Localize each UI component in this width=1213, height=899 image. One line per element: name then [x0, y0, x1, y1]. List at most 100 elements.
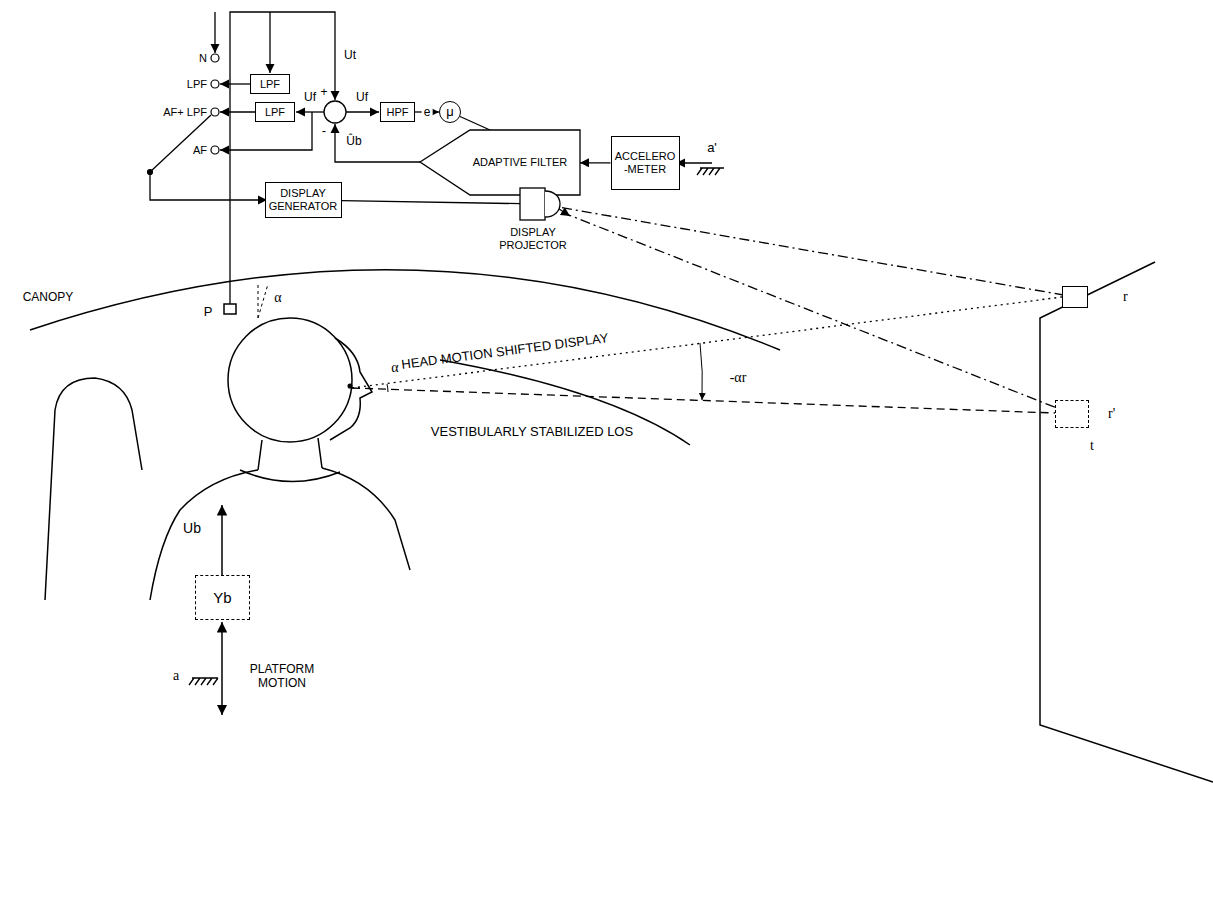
line-of-sight: [352, 297, 1062, 413]
node-label: LPF: [253, 78, 287, 91]
switch-contact: [148, 54, 220, 175]
part-name: PLATFORM MOTION: [242, 663, 322, 691]
summing-junction: [324, 101, 346, 123]
node-label: μ: [446, 105, 454, 120]
signal-name: a: [173, 668, 179, 684]
display-screen: [1040, 262, 1213, 782]
pilot-figure: [224, 304, 236, 314]
projector-body: [520, 188, 545, 220]
angle-mark: [258, 284, 702, 400]
sum-sign: -: [322, 124, 326, 139]
pilot-figure: [258, 438, 322, 470]
pilot-figure: [322, 468, 410, 570]
pilot-figure: [240, 470, 340, 482]
node-label: ADAPTIVE FILTER: [465, 156, 575, 169]
node-label: HPF: [383, 106, 412, 119]
switch-contact: [211, 146, 219, 154]
switch-contact: [211, 80, 219, 88]
angle-mark: [258, 284, 259, 318]
signal-wire: [150, 172, 267, 200]
signal-connector: [342, 201, 521, 204]
ground-symbol: [189, 168, 724, 685]
signal-name: Uf: [356, 91, 368, 105]
pilot-figure: [45, 304, 410, 600]
display-symbol: r: [1062, 286, 1088, 308]
motion-arrow: [221, 505, 223, 575]
signal-name: Ûb: [346, 135, 361, 149]
switch-position: AF+ LPF: [163, 106, 207, 119]
signal-name: Ub: [183, 520, 201, 536]
adaptive-filter-outline: [420, 130, 580, 195]
angle-mark: [258, 284, 268, 318]
gain-circle: μ: [439, 101, 461, 123]
signal-wire: [676, 162, 712, 163]
signal-wire: [220, 83, 250, 84]
signal-wire: [230, 12, 335, 304]
angle-mark: [700, 343, 702, 400]
signal-wire: [150, 12, 712, 304]
motion-arrow: [221, 622, 223, 715]
signal-wire: [214, 12, 215, 53]
node-label: Yb: [198, 589, 247, 606]
sum-sign: +: [320, 86, 327, 100]
line-of-sight: [352, 297, 1062, 388]
switch-position: AF: [193, 144, 207, 157]
body-block: Yb: [195, 575, 250, 620]
canopy-outline: [30, 270, 780, 445]
projector-symbol-outline: [520, 188, 562, 220]
filter-box: LPF: [250, 74, 290, 94]
line-label: VESTIBULARLY STABILIZED LOS: [431, 425, 633, 440]
pilot-figure: [228, 318, 352, 442]
sensor-box: ACCELERO -METER: [611, 136, 680, 190]
canopy-outline: [30, 270, 780, 350]
ground-symbol: [189, 678, 218, 685]
angle-label: -αr: [730, 370, 747, 386]
summing-junction: [324, 101, 346, 123]
projector-lens: [545, 191, 560, 217]
node-label: ACCELERO -METER: [614, 150, 677, 175]
angle-label: α: [391, 360, 398, 376]
line-of-sight: [352, 388, 1055, 413]
switch-contact: [148, 170, 153, 175]
angle-mark: [387, 384, 388, 392]
node-label: LPF: [258, 106, 292, 119]
signal-wire: [220, 111, 255, 112]
signal-connector: [562, 208, 1062, 295]
node-label: r: [1123, 289, 1128, 305]
ground-symbol: [697, 168, 724, 175]
generator-box: DISPLAY GENERATOR: [265, 182, 342, 218]
signal-name: Ut: [344, 49, 356, 63]
switch-contact: [211, 54, 219, 62]
switch-position: LPF: [187, 78, 207, 91]
signal-wire: [346, 111, 379, 112]
line-label: HEAD MOTION SHIFTED DISPLAY: [401, 331, 610, 373]
switch-position: N: [199, 52, 207, 65]
signal-name: a': [707, 141, 717, 156]
angle-label: α: [274, 290, 281, 306]
part-name: P: [204, 305, 213, 320]
node-label: r': [1108, 406, 1115, 422]
signal-name: Uf: [304, 91, 316, 105]
signal-connector: [580, 162, 611, 163]
node-label: DISPLAY GENERATOR: [268, 187, 339, 212]
switch-contact: [211, 108, 219, 116]
pilot-figure: [45, 378, 142, 600]
signal-wire: [296, 111, 324, 112]
signal-wire: [269, 12, 270, 73]
signal-connector: [562, 212, 1055, 407]
signal-wire: [150, 115, 211, 172]
filter-box: HPF: [380, 102, 415, 122]
part-name: CANOPY: [23, 291, 74, 305]
projector-symbol: DISPLAY PROJECTOR: [520, 188, 562, 220]
pilot-figure: [348, 384, 352, 388]
target-label: t: [1090, 438, 1094, 454]
display-screen: [1040, 262, 1213, 782]
filter-box: LPF: [255, 102, 295, 122]
signal-wire: [335, 124, 420, 162]
adaptive-filter: ADAPTIVE FILTER: [420, 130, 580, 195]
edge-label: e: [422, 105, 433, 119]
display-symbol: r': [1055, 400, 1089, 428]
